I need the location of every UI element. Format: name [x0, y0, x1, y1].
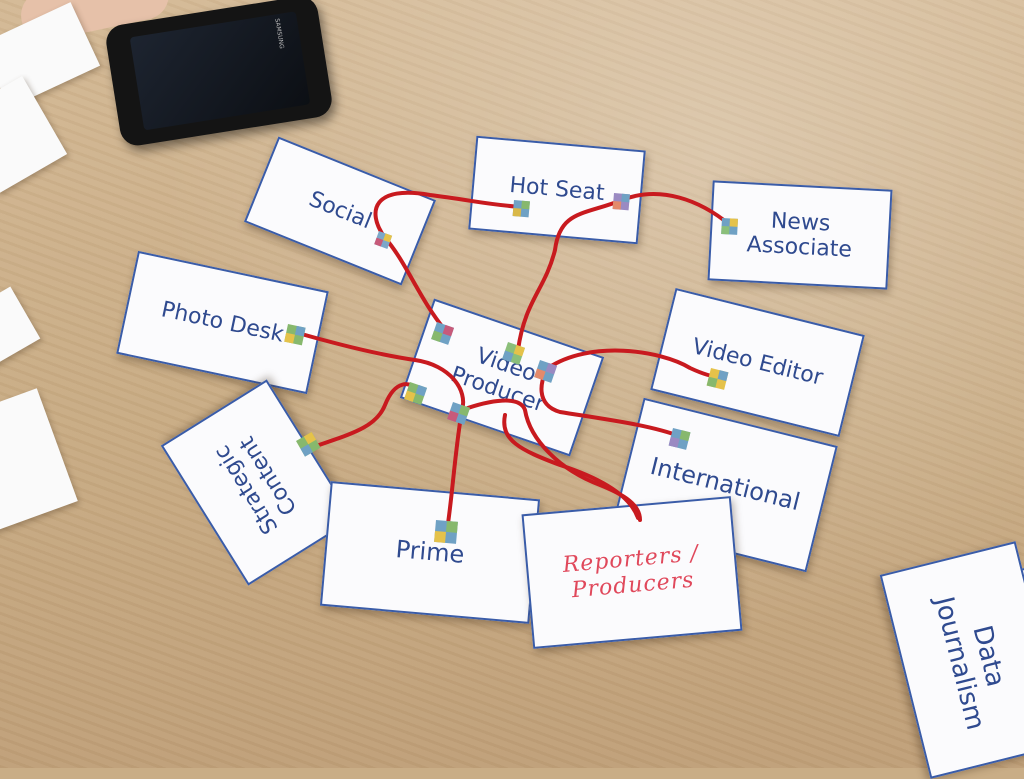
- sticker-videoproducer-mid: [502, 342, 526, 365]
- yarn-social-videoproducer: [383, 236, 447, 332]
- sticker-strategic: [296, 432, 321, 457]
- sticker-videoproducer-right: [534, 360, 558, 383]
- yarn-videoproducer-videoeditor: [546, 348, 722, 379]
- sticker-video-editor: [706, 368, 729, 390]
- yarn-social-hotseat: [373, 190, 524, 240]
- sticker-photodesk: [284, 324, 306, 346]
- yarn-videoproducer-international: [539, 366, 684, 439]
- sticker-hotseat-right: [612, 193, 630, 211]
- sticker-news-associate: [721, 218, 738, 235]
- sticker-social: [374, 231, 393, 249]
- sticker-international: [668, 428, 691, 450]
- yarn-hotseat-newsassociate: [620, 192, 732, 227]
- yarn-videoproducer-reporters-2: [502, 413, 640, 520]
- sticker-videoproducer-bottom-left: [404, 382, 428, 405]
- yarn-strategic-videoproducer: [303, 382, 422, 452]
- sticker-videoproducer-bottom: [447, 402, 471, 425]
- sticker-hotseat-left: [512, 200, 530, 218]
- sticker-videoproducer-top: [431, 322, 455, 345]
- yarn-hotseat-videoproducer: [516, 198, 624, 352]
- pixel-stickers: [284, 193, 738, 544]
- yarn-photodesk-prime: [296, 331, 466, 532]
- sticker-prime: [434, 520, 458, 544]
